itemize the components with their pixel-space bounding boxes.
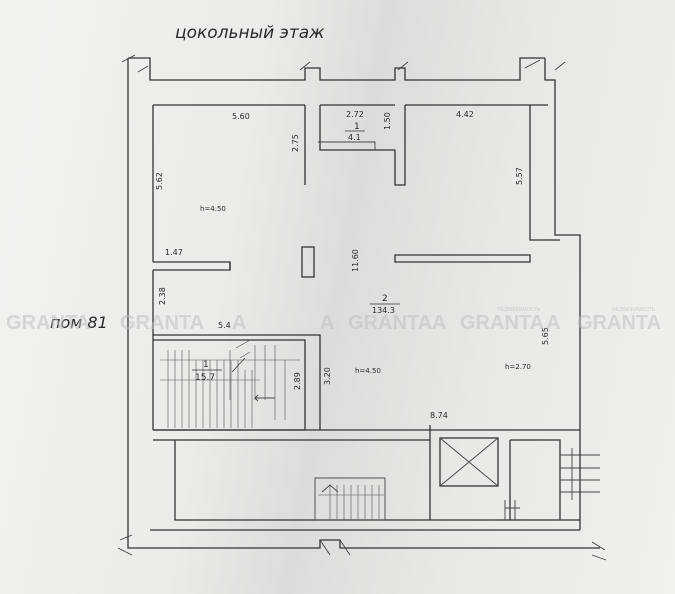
dim-4-42: 4.42 [456,110,474,119]
watermark-brand-5: GRANTA [577,312,661,334]
plan-title: цокольный этаж [175,23,325,43]
dim-2-38: 2.38 [158,287,167,305]
break-markers [117,54,607,561]
dim-2-89: 2.89 [293,372,302,390]
room-2-number: 2 [382,294,388,304]
height-labels: h=4.50 h=4.50 h=2.70 [200,205,531,375]
dim-1-47: 1.47 [165,248,183,257]
watermark-brand-2: GRANTA [120,312,204,334]
stair-arrows [231,357,339,493]
room-1-top-number: 1 [354,122,360,132]
room-2-area: 134.3 [372,306,395,315]
dim-5-62: 5.62 [155,172,164,190]
room-1-top-area: 4.1 [348,133,361,142]
room-1-stair-number: 1 [203,360,209,370]
height-label-3: h=2.70 [505,363,531,371]
dim-3-20: 3.20 [323,367,332,385]
height-label-1: h=4.50 [200,205,226,213]
dim-2-75: 2.75 [291,134,300,152]
dim-5-65: 5.65 [541,327,550,345]
stair-treads [160,339,384,520]
dim-11-60: 11.60 [351,249,360,272]
dim-2-72: 2.72 [346,110,364,119]
watermark-small-1: НЕДВИЖИМОСТЬ [497,307,541,313]
watermark-small-2: НЕДВИЖИМОСТЬ [612,307,656,313]
watermark-brand-1: GRANTA [6,312,90,334]
side-label: пом 81 [50,313,108,332]
dimension-labels: 5.60 2.72 1.50 4.42 2.75 5.62 5.57 1.47 … [155,110,550,420]
dim-5-57: 5.57 [515,167,524,185]
room-labels: 1 4.1 2 134.3 1 15.7 [192,122,400,383]
watermark-group: GRANTA GRANTA A A GRANTA A GRANTA A GRAN… [6,307,661,334]
watermark-letter-1: A [232,312,246,334]
dim-1-50: 1.50 [383,112,392,130]
dim-5-60: 5.60 [232,112,250,121]
watermark-brand-3: GRANTA [348,312,432,334]
outer-walls [127,57,600,549]
watermark-letter-3: A [432,312,446,334]
watermark-letter-4: A [546,312,560,334]
interior-walls [153,105,600,521]
watermark-letter-2: A [320,312,334,334]
height-label-2: h=4.50 [355,367,381,375]
dim-5-4: 5.4 [218,321,231,330]
watermark-brand-4: GRANTA [460,312,544,334]
room-1-stair-area: 15.7 [195,373,215,383]
dim-8-74: 8.74 [430,411,448,420]
